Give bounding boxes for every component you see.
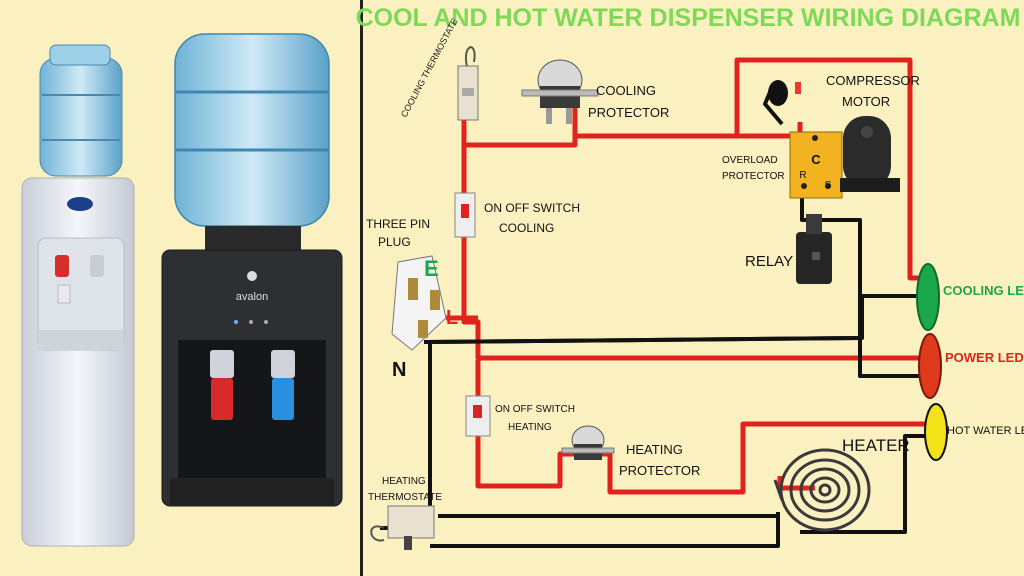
switch-heating-label-2: HEATING bbox=[508, 422, 552, 433]
cooling-protector bbox=[521, 59, 599, 124]
cooling-led-label: COOLING LED bbox=[943, 283, 1024, 298]
overload-protector bbox=[768, 80, 801, 106]
cooling-protector-label-1: COOLING bbox=[596, 83, 656, 98]
switch-cooling bbox=[454, 192, 476, 238]
hot-water-led bbox=[924, 403, 948, 461]
white-dispenser bbox=[21, 44, 135, 547]
heating-protector-label-1: HEATING bbox=[626, 442, 683, 457]
diagram-title: COOL AND HOT WATER DISPENSER WIRING DIAG… bbox=[356, 4, 1021, 32]
heating-protector-label-2: PROTECTOR bbox=[619, 463, 700, 478]
hot-water-led-label: HOT WATER LED bbox=[947, 425, 1024, 437]
compressor-label-2: MOTOR bbox=[842, 94, 890, 109]
heater-coil bbox=[773, 448, 871, 532]
cooling-thermostat bbox=[457, 46, 479, 121]
plug-label-2: PLUG bbox=[378, 235, 411, 249]
overload-label-2: PROTECTOR bbox=[722, 171, 785, 182]
switch-heating bbox=[465, 395, 491, 437]
compressor-terminal-block: C R S bbox=[789, 131, 843, 199]
overload-label-1: OVERLOAD bbox=[722, 155, 778, 166]
relay-label: RELAY bbox=[745, 253, 793, 270]
switch-cooling-label-2: COOLING bbox=[499, 221, 554, 235]
compressor-label-1: COMPRESSOR bbox=[826, 73, 920, 88]
compressor-motor bbox=[840, 116, 900, 192]
terminal-s-label: S bbox=[825, 180, 832, 191]
power-led-label: POWER LED bbox=[945, 350, 1024, 365]
three-pin-plug bbox=[391, 255, 447, 351]
heating-thermostat-label-1: HEATING bbox=[382, 476, 426, 487]
heating-thermostat-label-2: THERMOSTATE bbox=[368, 492, 442, 503]
brand-label: avalon bbox=[236, 291, 268, 303]
cooling-led bbox=[916, 263, 940, 331]
cooling-protector-label-2: PROTECTOR bbox=[588, 105, 669, 120]
switch-heating-label-1: ON OFF SWITCH bbox=[495, 404, 575, 415]
power-led bbox=[918, 333, 942, 399]
switch-cooling-label-1: ON OFF SWITCH bbox=[484, 201, 580, 215]
cooling-thermostat-label: COOLING THERMOSTATE bbox=[399, 17, 460, 119]
heating-protector bbox=[561, 425, 615, 460]
relay bbox=[796, 214, 832, 284]
heating-thermostat bbox=[370, 505, 435, 550]
terminal-c-label: C bbox=[811, 152, 821, 167]
plug-label-1: THREE PIN bbox=[366, 217, 430, 231]
pin-l-label: L bbox=[446, 307, 458, 329]
pin-n-label: N bbox=[392, 359, 406, 381]
pin-e-label: E bbox=[424, 256, 439, 281]
black-dispenser: avalon bbox=[161, 33, 343, 507]
heater-label: HEATER bbox=[842, 436, 910, 455]
terminal-r-label: R bbox=[799, 170, 806, 181]
panel-divider bbox=[360, 0, 363, 576]
